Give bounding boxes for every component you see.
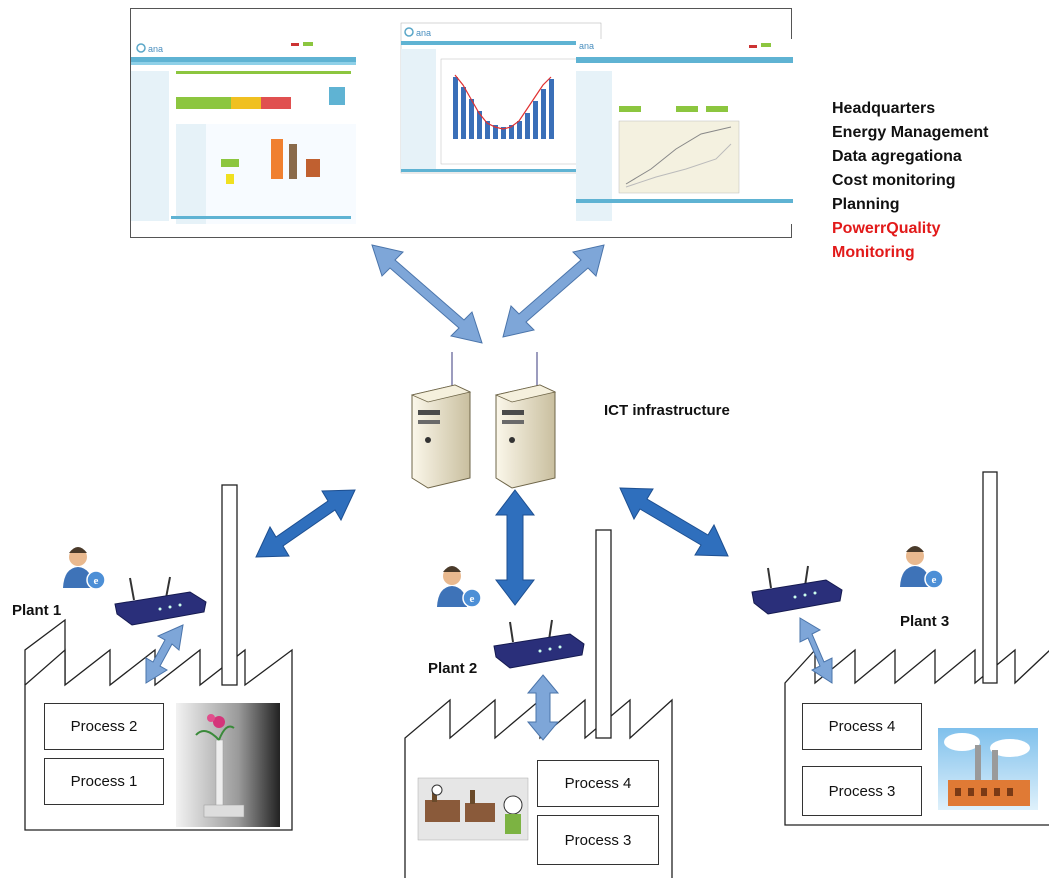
router-arrow-plant-2 [526, 674, 560, 741]
plant-1-label: Plant 1 [12, 602, 62, 619]
router-icon [751, 565, 843, 615]
user-icon: e [437, 566, 482, 608]
hq-screen-3: ana [576, 39, 793, 224]
plant-3-image [938, 728, 1038, 810]
plant-2-process-3: Process 3 [537, 815, 659, 865]
hq-label-cost-monitoring: Cost monitoring [832, 172, 956, 189]
router-icon [114, 576, 207, 626]
hq-label-energy-management: Energy Management [832, 124, 989, 141]
ict-arrow-plant-3 [619, 487, 729, 557]
screen-2-logo: ana [416, 28, 431, 38]
user-icon: e [63, 547, 106, 590]
hq-label-headquarters: Headquarters [832, 100, 936, 117]
svg-text:e: e [470, 593, 475, 605]
screen-3-logo: ana [579, 41, 594, 51]
svg-text:e: e [932, 574, 937, 586]
hq-label-data-agregation: Data agregationa [832, 148, 962, 165]
hq-label-power-quality: PowerrQuality [832, 220, 941, 237]
router-icon [493, 619, 585, 669]
hq-screen-1: ana [131, 39, 356, 224]
svg-text:e: e [94, 575, 99, 587]
hq-arrow-right [502, 244, 605, 338]
hq-screenshot-panel: ana ana [130, 8, 793, 238]
plant-1-process-1: Process 1 [44, 758, 164, 805]
plant-3-label: Plant 3 [900, 613, 950, 630]
router-arrow-plant-3 [799, 617, 833, 684]
plant-2-image [417, 777, 529, 841]
ict-arrow-plant-1 [255, 489, 356, 558]
ict-infrastructure-label: ICT infrastructure [604, 402, 730, 419]
server-icon [410, 352, 472, 489]
plant-1-photo [176, 703, 280, 827]
router-arrow-plant-1 [145, 624, 184, 684]
hq-screen-2: ana [400, 22, 602, 174]
hq-arrow-left [371, 244, 483, 344]
ict-arrow-plant-2 [494, 489, 536, 606]
plant-3-process-4: Process 4 [802, 703, 922, 750]
server-icon [494, 352, 557, 489]
hq-screens-collage: ana ana [131, 22, 793, 224]
plant-2-label: Plant 2 [428, 660, 478, 677]
user-icon: e [900, 546, 944, 589]
plant-2-process-4: Process 4 [537, 760, 659, 807]
plant-3-process-3: Process 3 [802, 766, 922, 816]
plant-1-process-2: Process 2 [44, 703, 164, 750]
screen-1-logo: ana [148, 44, 163, 54]
hq-label-monitoring: Monitoring [832, 244, 915, 261]
hq-label-planning: Planning [832, 196, 900, 213]
